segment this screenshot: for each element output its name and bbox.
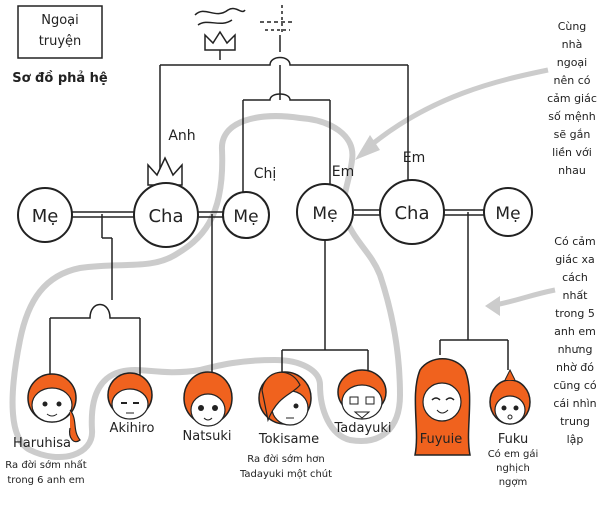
generation-connectors	[49, 50, 509, 378]
svg-text:trung: trung	[560, 415, 590, 428]
svg-text:anh em: anh em	[554, 325, 596, 338]
header-subtitle: Sơ đồ phả hệ	[12, 71, 108, 86]
parent-label: Cha	[148, 206, 183, 227]
grandmother-hair-icon	[260, 5, 295, 52]
svg-text:trong 5: trong 5	[555, 307, 595, 320]
svg-text:cũng có: cũng có	[553, 379, 597, 392]
svg-text:Có cảm: Có cảm	[554, 235, 595, 248]
note-tokisame-line1: Ra đời sớm hơn	[247, 453, 325, 465]
note-fuku-line2: nghịch	[496, 463, 530, 474]
svg-text:liền với: liền với	[552, 146, 592, 159]
child-face-haruhisa-icon	[27, 373, 81, 443]
parent-node-me2: Mẹ Chị	[222, 166, 277, 239]
parent-node-cha1: Cha Anh	[133, 128, 199, 248]
child-face-akihiro-icon	[107, 372, 153, 420]
note-tokisame-line2: Tadayuki một chút	[239, 468, 332, 480]
child-face-fuyuie-icon	[414, 358, 471, 456]
svg-text:ngoại: ngoại	[557, 56, 587, 69]
note-haruhisa-line2: trong 6 anh em	[7, 475, 84, 486]
note-fuku-line1: Có em gái	[488, 448, 539, 460]
child-name-natsuki: Natsuki	[183, 429, 232, 444]
group-bubble-arrowhead-top	[355, 135, 380, 160]
child-face-fuku-icon	[489, 368, 531, 425]
parent-label: Cha	[394, 203, 429, 224]
child-name-tadayuki: Tadayuki	[333, 421, 391, 436]
svg-text:lập: lập	[567, 433, 584, 446]
svg-text:sẽ gắn: sẽ gắn	[554, 128, 591, 141]
note-fuku-line3: ngợm	[499, 477, 528, 488]
parent-label: Mẹ	[32, 206, 59, 227]
parent-node-cha2: Cha Em	[379, 150, 445, 245]
group-bubble-arrow-mid	[494, 287, 556, 308]
parent-label: Mẹ	[233, 207, 258, 227]
parent-role: Em	[403, 150, 425, 166]
note-haruhisa-line1: Ra đời sớm nhất	[5, 459, 87, 471]
parent-label: Mẹ	[495, 204, 520, 224]
parent-label: Mẹ	[312, 204, 337, 224]
svg-text:cách: cách	[562, 271, 588, 284]
svg-text:giác xa: giác xa	[555, 253, 595, 266]
svg-text:nhưng: nhưng	[558, 343, 593, 356]
child-name-tokisame: Tokisame	[258, 432, 319, 447]
header-title-line2: truyện	[39, 34, 82, 49]
header-title-line1: Ngoại	[41, 13, 79, 28]
parent-node-me1: Mẹ	[17, 187, 73, 243]
svg-text:Cùng: Cùng	[558, 20, 587, 33]
svg-text:cảm giác: cảm giác	[547, 92, 597, 105]
annotation-top-right: Cùng nhà ngoại nên có cảm giác số mệnh s…	[547, 20, 597, 177]
parent-node-me3: Mẹ Em	[296, 164, 354, 241]
parent-node-me4: Mẹ	[483, 187, 533, 237]
svg-text:số mệnh: số mệnh	[548, 110, 595, 123]
svg-text:nên có: nên có	[554, 74, 591, 87]
crown-icon	[147, 156, 183, 186]
parent-role: Anh	[168, 128, 195, 144]
svg-text:nhất: nhất	[563, 289, 589, 302]
group-bubble-arrow-top	[363, 67, 549, 152]
group-bubble-arrowhead-mid	[485, 296, 500, 316]
parent-role: Chị	[254, 166, 277, 182]
child-face-natsuki-icon	[183, 371, 233, 427]
child-name-haruhisa: Haruhisa	[13, 436, 71, 451]
annotation-mid-right: Có cảm giác xa cách nhất trong 5 anh em …	[553, 235, 597, 446]
child-name-akihiro: Akihiro	[110, 421, 155, 436]
svg-text:cái nhìn: cái nhìn	[553, 397, 596, 410]
svg-text:nhau: nhau	[558, 164, 586, 177]
parent-role: Em	[332, 164, 354, 180]
child-name-fuku: Fuku	[498, 432, 528, 447]
child-face-tadayuki-icon	[337, 369, 387, 420]
svg-text:nhà: nhà	[562, 38, 583, 51]
child-face-tokisame-icon	[258, 371, 312, 426]
grandfather-crown-icon	[194, 7, 246, 51]
child-name-fuyuie: Fuyuie	[420, 432, 463, 447]
header-box	[17, 5, 103, 59]
svg-text:nhờ đó: nhờ đó	[556, 361, 594, 374]
